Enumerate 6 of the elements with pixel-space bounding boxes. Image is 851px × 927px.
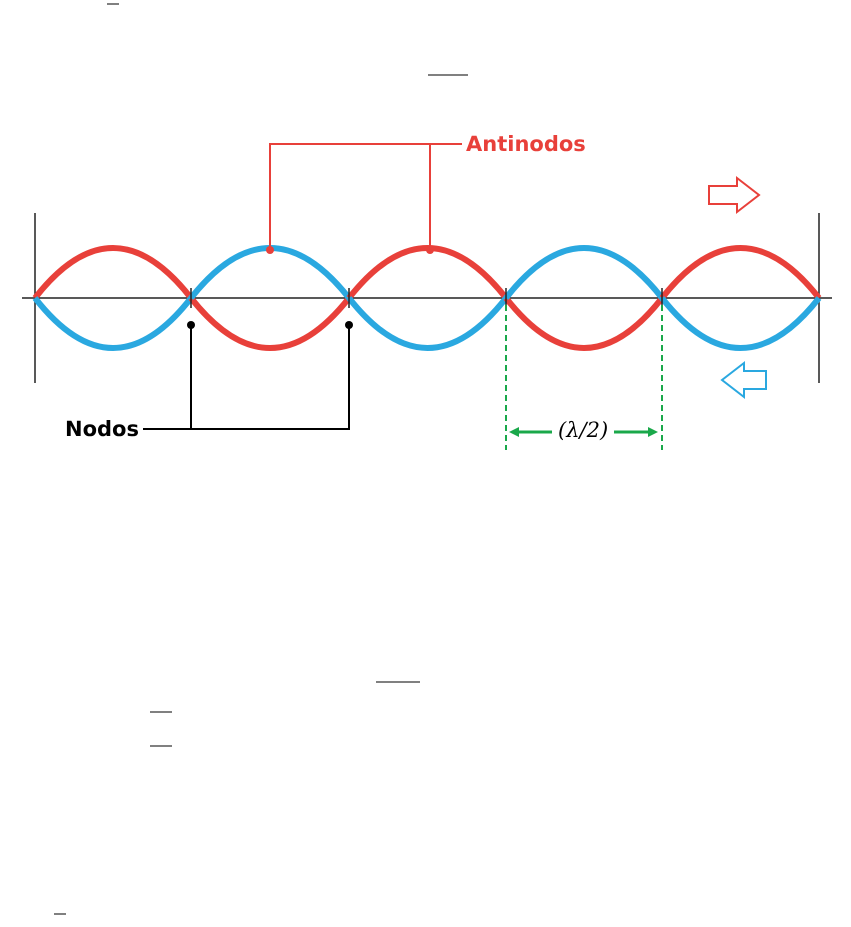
leader-dot xyxy=(345,321,353,329)
dimension-label: (λ/2) xyxy=(558,418,608,442)
leader-dot xyxy=(187,321,195,329)
callout-label: Nodos xyxy=(65,416,139,442)
leader-dot xyxy=(266,246,274,254)
callout-label: Antinodos xyxy=(466,131,586,157)
